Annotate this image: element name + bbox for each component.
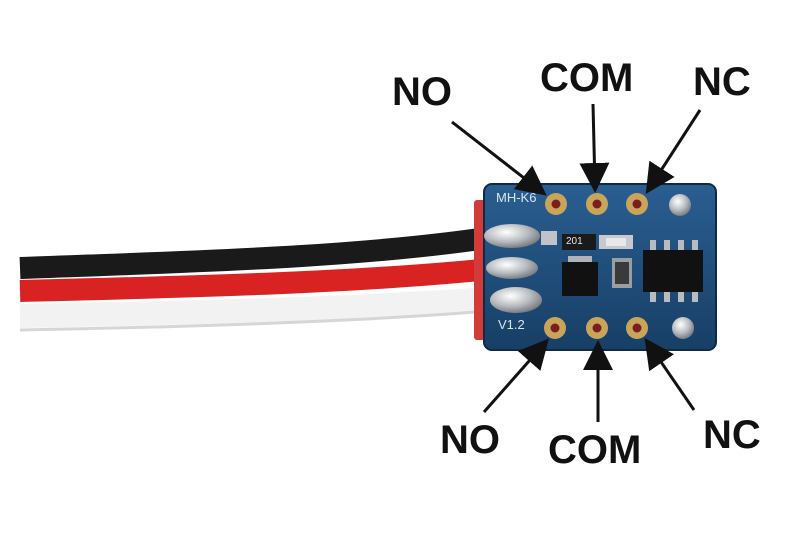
solder-joint	[486, 257, 538, 279]
top-pads	[545, 193, 691, 216]
component-marking: 201	[566, 236, 583, 247]
cable-wires	[19, 225, 502, 332]
label-no-bottom: NO	[440, 418, 500, 462]
label-com-top: COM	[540, 56, 634, 100]
arrow-pointers	[451, 103, 702, 422]
label-com-bottom: COM	[548, 428, 642, 472]
silkscreen-version: V1.2	[498, 317, 525, 332]
arrow-nc-top	[645, 109, 702, 195]
smd-components	[541, 231, 703, 302]
arrow-no-bottom	[482, 338, 549, 413]
arrow-nc-bottom	[644, 338, 696, 411]
label-nc-bottom: NC	[703, 413, 761, 457]
bottom-pads	[544, 317, 694, 339]
capacitor	[541, 231, 557, 245]
red-wire	[19, 257, 502, 302]
resistor-201	[562, 234, 596, 250]
label-no-top: NO	[392, 70, 452, 114]
solder-joint	[490, 287, 542, 313]
transistor	[562, 262, 598, 296]
solder-joint	[484, 224, 540, 248]
arrow-no-top	[451, 120, 547, 196]
white-wire-shadow	[19, 308, 501, 332]
arrow-com-top	[579, 103, 610, 193]
label-nc-top: NC	[693, 60, 751, 104]
black-wire	[19, 225, 502, 279]
mount-solder	[672, 317, 694, 339]
wire-solder-joints	[484, 224, 542, 313]
mount-solder	[669, 194, 691, 216]
silkscreen-model: MH-K6	[496, 190, 537, 205]
ic-chip	[643, 250, 703, 292]
white-wire	[19, 286, 501, 328]
